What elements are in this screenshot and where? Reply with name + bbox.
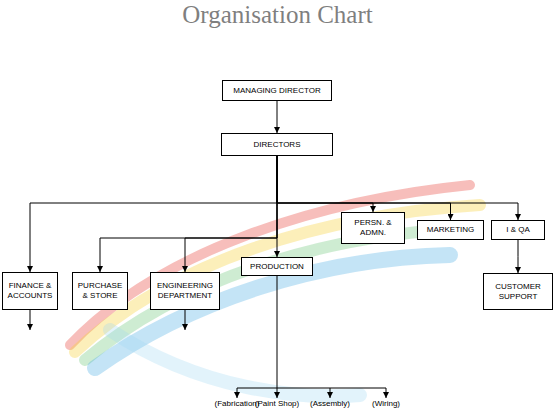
org-box: PRODUCTION — [241, 257, 313, 276]
org-box: MARKETING — [417, 220, 484, 240]
section-label: (Assembly) — [290, 399, 370, 409]
org-box: PERSN. & ADMN. — [341, 212, 405, 244]
connector-arrow — [30, 156, 277, 272]
org-box: ENGINEERING DEPARTMENT — [150, 272, 220, 310]
box-label: PERSN. & ADMN. — [344, 218, 402, 238]
org-box: CUSTOMER SUPPORT — [483, 273, 553, 310]
box-label: ENGINEERING DEPARTMENT — [153, 281, 217, 301]
org-box: I & QA — [491, 220, 545, 240]
connector-arrow — [277, 156, 518, 220]
connector-arrow — [185, 156, 277, 272]
connector-arrow — [277, 156, 451, 220]
connector-arrow — [518, 240, 519, 273]
chart-title: Organisation Chart — [0, 0, 555, 30]
box-label: I & QA — [506, 225, 530, 235]
open-arrows — [30, 276, 386, 398]
connector-arrow — [277, 101, 278, 133]
section-label: (Wiring) — [346, 399, 426, 409]
box-label: PURCHASE & STORE — [75, 281, 125, 301]
box-label: MANAGING DIRECTOR — [233, 86, 320, 96]
org-box: PURCHASE & STORE — [72, 272, 128, 310]
box-label: FINANCE & ACCOUNTS — [5, 281, 55, 301]
watermark-swoosh — [70, 185, 480, 396]
box-label: CUSTOMER SUPPORT — [486, 282, 550, 302]
box-label: MARKETING — [427, 225, 475, 235]
org-box: DIRECTORS — [221, 133, 333, 156]
connector-arrow — [277, 156, 373, 212]
box-label: PRODUCTION — [250, 262, 304, 272]
section-label: (Paint Shop) — [237, 399, 317, 409]
org-box: FINANCE & ACCOUNTS — [2, 272, 58, 310]
box-label: DIRECTORS — [254, 140, 301, 150]
org-box: MANAGING DIRECTOR — [222, 80, 332, 101]
connector-arrow — [100, 156, 277, 272]
